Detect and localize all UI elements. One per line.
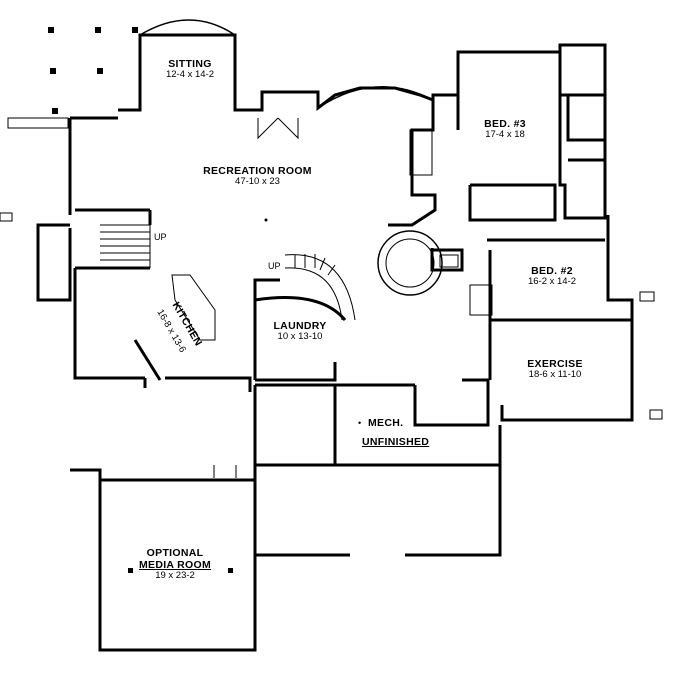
rotunda-stair bbox=[377, 230, 443, 296]
rec-bay-arc bbox=[317, 86, 434, 109]
bed3-closet bbox=[468, 183, 557, 222]
mech-dot: • bbox=[358, 418, 362, 428]
left-structure bbox=[75, 208, 152, 225]
room-label-sitting: SITTING 12-4 x 14-2 bbox=[150, 58, 230, 81]
room-label-mech: MECH. bbox=[368, 417, 403, 429]
fireplace bbox=[409, 129, 433, 176]
recreation-dim: 47-10 x 23 bbox=[235, 176, 280, 188]
kitchen-island bbox=[171, 274, 216, 341]
laundry-name: LAUNDRY bbox=[273, 320, 327, 332]
mech-name: MECH. bbox=[368, 417, 404, 429]
room-label-media: OPTIONAL MEDIA ROOM 19 x 23-2 bbox=[125, 547, 225, 582]
doors bbox=[213, 117, 299, 478]
room-label-bed3: BED. #3 17-4 x 18 bbox=[470, 118, 540, 141]
exercise-name: EXERCISE bbox=[527, 358, 583, 370]
room-label-bed2: BED. #2 16-2 x 14-2 bbox=[512, 265, 592, 288]
kitchen-walls bbox=[36, 223, 252, 392]
media-name-1: OPTIONAL bbox=[146, 547, 204, 559]
room-label-exercise: EXERCISE 18-6 x 11-10 bbox=[510, 358, 600, 381]
media-room-walls bbox=[70, 468, 257, 652]
mech-walls bbox=[253, 383, 502, 467]
columns bbox=[48, 27, 268, 573]
exterior-wall-north bbox=[68, 33, 607, 215]
lower-walls bbox=[253, 465, 502, 557]
stair-up-left: UP bbox=[154, 232, 167, 242]
exercise-dim: 18-6 x 11-10 bbox=[528, 369, 582, 381]
bath-column bbox=[560, 93, 634, 323]
media-name-2: MEDIA ROOM bbox=[138, 559, 212, 572]
bed3-dim: 17-4 x 18 bbox=[485, 129, 525, 141]
fixtures bbox=[100, 117, 493, 478]
bed2-dim: 16-2 x 14-2 bbox=[527, 276, 577, 288]
room-label-unfinished: UNFINISHED bbox=[362, 436, 429, 448]
bed2-walls bbox=[430, 238, 632, 352]
laundry-walls bbox=[253, 278, 347, 382]
unfinished-name: UNFINISHED bbox=[362, 436, 430, 448]
room-label-recreation: RECREATION ROOM 47-10 x 23 bbox=[185, 165, 330, 188]
stair-left bbox=[100, 224, 151, 268]
recreation-name: RECREATION ROOM bbox=[203, 165, 312, 177]
stair-up-center: UP bbox=[268, 261, 281, 271]
sitting-bay-arc bbox=[139, 19, 236, 36]
media-dim: 19 x 23-2 bbox=[155, 570, 195, 582]
sitting-name: SITTING bbox=[168, 58, 212, 70]
bed2-name: BED. #2 bbox=[531, 265, 573, 277]
bed3-name: BED. #3 bbox=[484, 118, 526, 130]
stair-curved bbox=[284, 254, 356, 321]
room-label-laundry: LAUNDRY 10 x 13-10 bbox=[260, 320, 340, 343]
laundry-dim: 10 x 13-10 bbox=[277, 331, 323, 343]
sitting-dim: 12-4 x 14-2 bbox=[165, 69, 215, 81]
exercise-walls bbox=[413, 323, 634, 427]
